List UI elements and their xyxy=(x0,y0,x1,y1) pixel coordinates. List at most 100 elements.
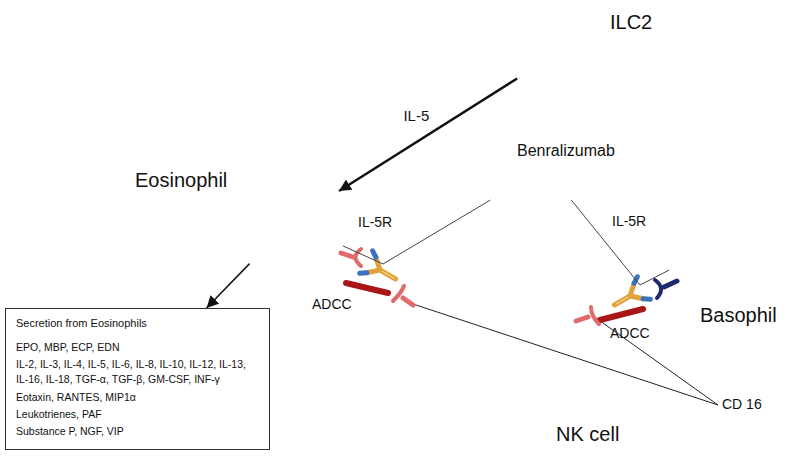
granule xyxy=(337,208,340,211)
granule xyxy=(720,243,724,247)
granule xyxy=(704,271,708,275)
box-heading: Secretion from Eosinophils xyxy=(16,316,259,332)
il5r-receptor xyxy=(341,253,353,257)
granule xyxy=(322,202,325,205)
granule xyxy=(289,213,292,216)
granule xyxy=(743,230,747,234)
granule xyxy=(309,243,312,246)
granule xyxy=(764,235,768,239)
box-line: Leukotrienes, PAF xyxy=(16,407,259,422)
granule xyxy=(672,259,676,263)
granule xyxy=(704,241,708,245)
granule xyxy=(709,229,713,233)
granule xyxy=(738,201,742,205)
box-line: EPO, MBP, ECP, EDN xyxy=(16,340,259,355)
cell-outline xyxy=(400,262,580,442)
granule xyxy=(734,215,738,219)
granule xyxy=(286,201,289,204)
granule xyxy=(306,217,309,220)
granule xyxy=(696,211,700,215)
granule xyxy=(295,206,298,209)
granule xyxy=(716,208,720,212)
cell-label: Eosinophil xyxy=(135,168,227,192)
granule xyxy=(258,218,261,221)
granule xyxy=(285,233,288,236)
receptor-label: IL-5R xyxy=(612,213,646,230)
granule xyxy=(312,233,315,236)
granule xyxy=(299,260,302,263)
granule xyxy=(254,182,257,185)
granule xyxy=(699,223,703,227)
granule xyxy=(689,222,693,226)
granule xyxy=(324,183,327,186)
granule xyxy=(268,221,271,224)
granule xyxy=(723,252,727,256)
granule xyxy=(734,258,738,262)
granule xyxy=(760,245,764,249)
granule xyxy=(320,229,323,232)
granule xyxy=(703,261,707,265)
granule xyxy=(298,214,301,217)
granule xyxy=(722,215,726,219)
granule xyxy=(300,178,303,181)
cell-body xyxy=(511,9,601,99)
eosinophil-cell: Eosinophil xyxy=(232,164,348,280)
nucleus xyxy=(448,306,528,386)
granule xyxy=(682,261,686,265)
granule xyxy=(688,234,692,238)
granule xyxy=(269,261,272,264)
cell-label: Basophil xyxy=(700,303,777,327)
box-line: Substance P, NGF, VIP xyxy=(16,424,259,439)
granule xyxy=(284,225,287,228)
granule xyxy=(722,276,726,280)
granule xyxy=(294,183,297,186)
granule xyxy=(265,213,268,216)
granule xyxy=(750,240,754,244)
granule xyxy=(293,248,296,251)
granule xyxy=(253,225,256,228)
granule xyxy=(304,234,307,237)
granule xyxy=(282,209,285,212)
granule xyxy=(685,251,689,255)
granule xyxy=(263,195,266,198)
granule xyxy=(277,258,280,261)
granule xyxy=(325,222,328,225)
il5r-receptor xyxy=(655,280,661,298)
granule xyxy=(680,240,684,244)
granule xyxy=(680,226,684,230)
granule xyxy=(709,280,713,284)
granule xyxy=(711,248,715,252)
granule xyxy=(289,191,292,194)
granule xyxy=(693,259,697,263)
granule xyxy=(321,211,324,214)
leader-line xyxy=(404,301,718,405)
antibody-drug xyxy=(473,152,507,196)
granule xyxy=(743,247,747,251)
granule xyxy=(699,250,703,254)
granule xyxy=(260,244,263,247)
cd16-receptor xyxy=(403,298,413,305)
granule xyxy=(755,231,759,235)
granule xyxy=(294,267,297,270)
granule xyxy=(266,203,269,206)
granule xyxy=(271,250,274,253)
granule xyxy=(252,244,255,247)
granule xyxy=(712,257,716,261)
granule xyxy=(301,252,304,255)
granule xyxy=(258,206,261,209)
granule xyxy=(265,178,268,181)
granule xyxy=(756,221,760,225)
granule xyxy=(698,233,702,237)
granule xyxy=(269,242,272,245)
arrow-connector xyxy=(339,79,517,191)
cell-label: ILC2 xyxy=(610,10,652,34)
granule xyxy=(313,202,316,205)
granule xyxy=(702,287,706,291)
nucleus xyxy=(712,212,757,277)
granule xyxy=(722,262,726,266)
cd16-receptor xyxy=(591,307,599,324)
leader-line xyxy=(596,318,718,405)
granule xyxy=(272,194,275,197)
granule xyxy=(290,257,293,260)
